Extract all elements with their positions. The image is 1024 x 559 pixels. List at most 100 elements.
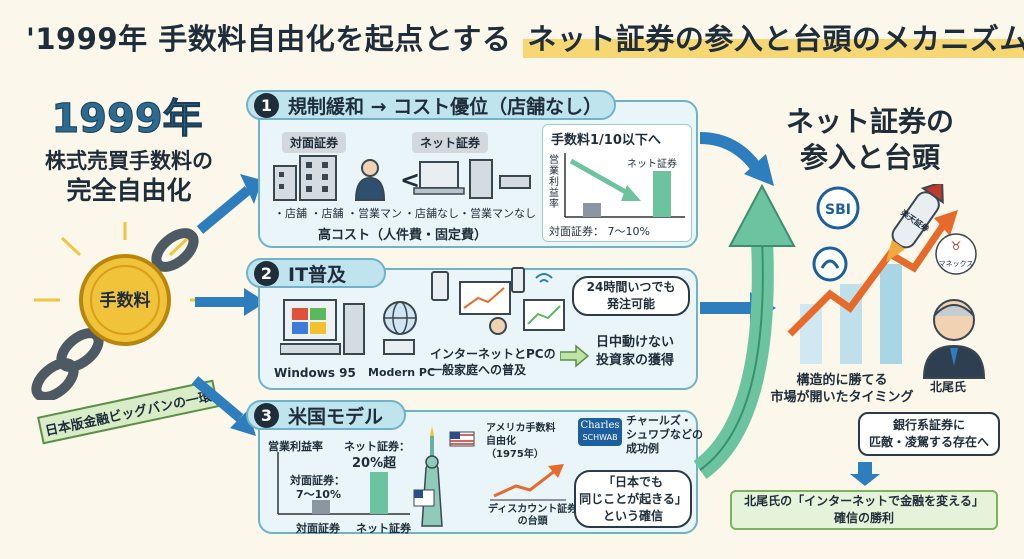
fee-chart-footer: 対面証券： 7〜10% [549,225,650,238]
broken-chain-icon: 手数料 [31,222,216,400]
fee-bar-taimen [583,203,601,217]
timing-line2: 市場が開いたタイミング [770,390,914,405]
rival-line1: 銀行系証券に [892,418,965,432]
fee-chart-bar-label: ネット証券 [627,159,677,170]
growth-illustration: SBI 楽天証券 ♉ マネックス [787,184,977,364]
schwab-success: チャールズ・ シュワブなどの 成功例 [626,414,703,456]
investor-result: 日中動けない 投資家の獲得 [596,334,674,370]
liberalization-line2: 完全自由化 [66,176,192,205]
spread-line2: 一般家庭への普及 [430,363,527,377]
fee-bar-net [653,171,671,217]
devices-trading-icon [431,267,565,335]
fee-chart-ylabel: 営業利益率 [549,155,559,210]
us-bar-net [370,472,388,514]
computers-icon [280,299,417,355]
less-than-sign: < [400,166,420,194]
fee-chart: 手数料1/10以下へ 営業利益率 ネット証券 対面証券： 7〜10% [542,124,692,242]
discount-label: ディスカウント証券 の台頭 [488,504,577,528]
quote-line1: 「日本でも [602,474,663,489]
liberalization-text: 株式売買手数料の 完全自由化 [24,146,234,206]
spread-line1: インターネットとPCの [430,347,556,361]
us-taimen-value: 7〜10% [296,488,341,501]
panel-us-model: 3 米国モデル 営業利益率 ネット証券： 20%超 対面証券： 7〜10% 対面… [246,400,703,535]
liberalization-line1: 株式売買手数料の [45,149,213,173]
panel2-number: 2 [254,261,279,286]
modern-pc-label: Modern PC [368,366,436,379]
us-net-value: 20%超 [352,456,397,471]
windows95-label: Windows 95 [274,366,356,380]
office-buildings-icon: < [273,155,531,201]
monex-label: マネックス [939,260,974,268]
panel3-header: 3 米国モデル [246,400,406,430]
panel3-number: 3 [254,403,279,428]
conviction-bubble: 「日本でも 同じことが起きる」 という確信 [574,470,692,528]
timing-label: 構造的に勝てる 市場が開いたタイミング [762,372,922,406]
schwab-line2: シュワブなどの [626,428,703,441]
us-bar-taimen [312,500,330,514]
us-lib-line1: アメリカ手数料 [486,423,556,434]
panel1-header: 1 規制緩和 → コスト優位（店舗なし） [246,90,616,120]
bubble-24h: 24時間いつでも 発注可能 [572,276,690,316]
bubble-24h-line1: 24時間いつでも [586,280,676,294]
kitao-label: 北尾氏 [930,380,967,394]
schwab-logo: Charles SCHWAB [578,418,622,446]
panel1-title: 規制緩和 → コスト優位（店舗なし） [288,95,603,118]
panel1-number: 1 [254,93,279,118]
panel-it: 2 IT普及 Windows 95 Modern PC インターネットとPCの … [246,258,698,390]
rival-bubble: 銀行系証券に 匹敵・凌駕する存在へ [858,412,1000,456]
us-x-taimen: 対面証券 [296,522,340,535]
panel2-header: 2 IT普及 [246,258,386,288]
rise-heading-line2: 参入と台頭 [799,141,940,174]
coin-label: 手数料 [100,290,151,311]
schwab-line3: 成功例 [626,442,659,455]
fee-chart-plot [564,153,685,218]
high-cost-label: 高コスト（人件費・固定費） [318,228,488,243]
svg-text:♉: ♉ [951,239,962,253]
rival-line2: 匹敵・凌駕する存在へ [868,435,989,449]
discount-line2: の台頭 [517,516,548,527]
us-x-net: ネット証券 [356,522,411,535]
final-line1: 北尾氏の「インターネットで金融を変える」 [744,494,984,508]
green-arrow-icon [560,344,590,368]
title-part1: '1999年 手数料自由化を起点とする [26,22,512,56]
tag-taimen: 対面証券 [282,132,347,153]
timing-line1: 構造的に勝てる [796,373,888,388]
investor-line2: 投資家の獲得 [596,353,675,368]
us-taimen-label: 対面証券： [290,474,345,487]
us-liberalization: アメリカ手数料 自由化 （1975年） [486,422,556,461]
page-title: '1999年 手数料自由化を起点とする ネット証券の参入と台頭のメカニズム [26,14,1024,60]
panel-regulation: 1 規制緩和 → コスト優位（店舗なし） 対面証券 ネット証券 < ・店舗 ・店… [246,90,698,248]
rising-arrow-icon [490,464,566,501]
taimen-notes: ・店舗 ・店舗 ・営業マン [274,207,402,220]
panel2-title: IT普及 [288,263,347,286]
final-conviction-box: 北尾氏の「インターネットで金融を変える」 確信の勝利 [730,490,998,530]
title-part2: ネット証券の参入と台頭のメカニズム [523,16,1024,58]
rise-heading-line1: ネット証券の [785,105,954,138]
us-net-label: ネット証券： [344,440,410,453]
quote-line2: 同じことが起きる」 [579,491,687,506]
sbi-logo: SBI [825,202,851,218]
discount-line1: ディスカウント証券 [488,504,578,515]
down-arrow-icon [850,462,880,486]
fee-chart-title: 手数料1/10以下へ [551,133,661,148]
net-notes: ・店舗なし・営業マンなし [404,207,536,220]
liberalization-year: 1999年 [51,96,203,143]
schwab-logo-line1: Charles [580,420,620,431]
schwab-line1: チャールズ・ [626,414,692,427]
investor-line1: 日中動けない [596,335,675,350]
us-lib-line3: （1975年） [486,449,544,460]
panel3-title: 米国モデル [288,405,384,428]
us-lib-line2: 自由化 [486,436,516,447]
us-chart-plot [277,452,410,515]
quote-line3: という確信 [602,508,663,523]
spread-label: インターネットとPCの 一般家庭への普及 [430,346,556,378]
schwab-logo-line2: SCHWAB [582,433,618,442]
rocket-icon: 楽天証券 [885,184,944,263]
kitao-portrait-icon [922,299,986,379]
final-line2: 確信の勝利 [833,511,894,525]
rise-heading: ネット証券の 参入と台頭 [760,104,980,176]
bubble-24h-line2: 発注可能 [606,297,655,311]
tag-net: ネット証券 [412,132,489,153]
us-chart-ylabel: 営業利益率 [268,440,323,453]
rise-arrow [693,183,796,479]
